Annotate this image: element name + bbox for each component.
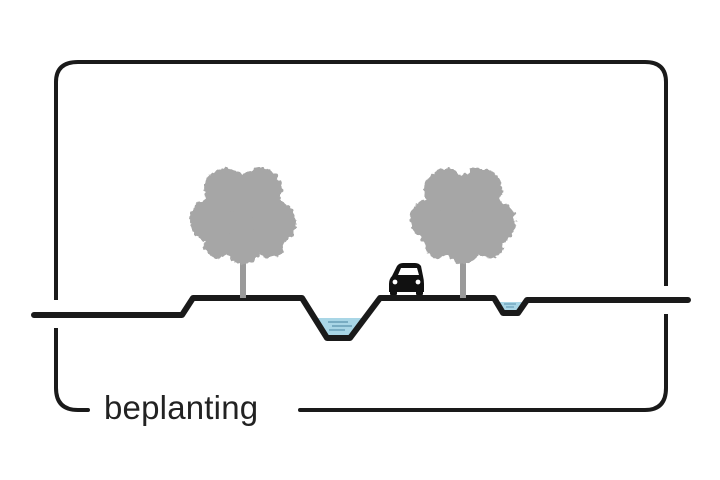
ground-profile xyxy=(31,295,691,341)
frame-label: beplanting xyxy=(96,386,267,430)
car-icon xyxy=(389,263,424,295)
small-ditch-ripples xyxy=(504,303,516,308)
large-ditch-ripples xyxy=(328,321,352,331)
tree-left-icon xyxy=(190,168,296,298)
tree-right-icon xyxy=(410,168,516,298)
frame-border xyxy=(54,60,668,412)
